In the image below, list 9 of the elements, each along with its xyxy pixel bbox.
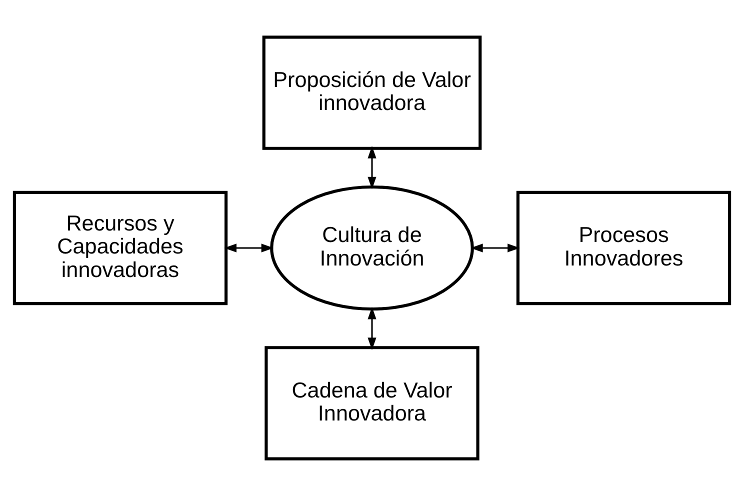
arrow [368, 146, 376, 189]
node-ellipse: Cultura de Innovación [270, 184, 474, 310]
arrow [368, 306, 376, 350]
node-box: Procesos Innovadores [516, 190, 732, 305]
arrow [470, 243, 520, 252]
node-box: Recursos y Capacidades innovadoras [12, 190, 228, 305]
arrow [224, 243, 274, 252]
node-box: Proposición de Valor innovadora [262, 35, 482, 150]
node-box: Cadena de Valor Innovadora [264, 346, 480, 460]
